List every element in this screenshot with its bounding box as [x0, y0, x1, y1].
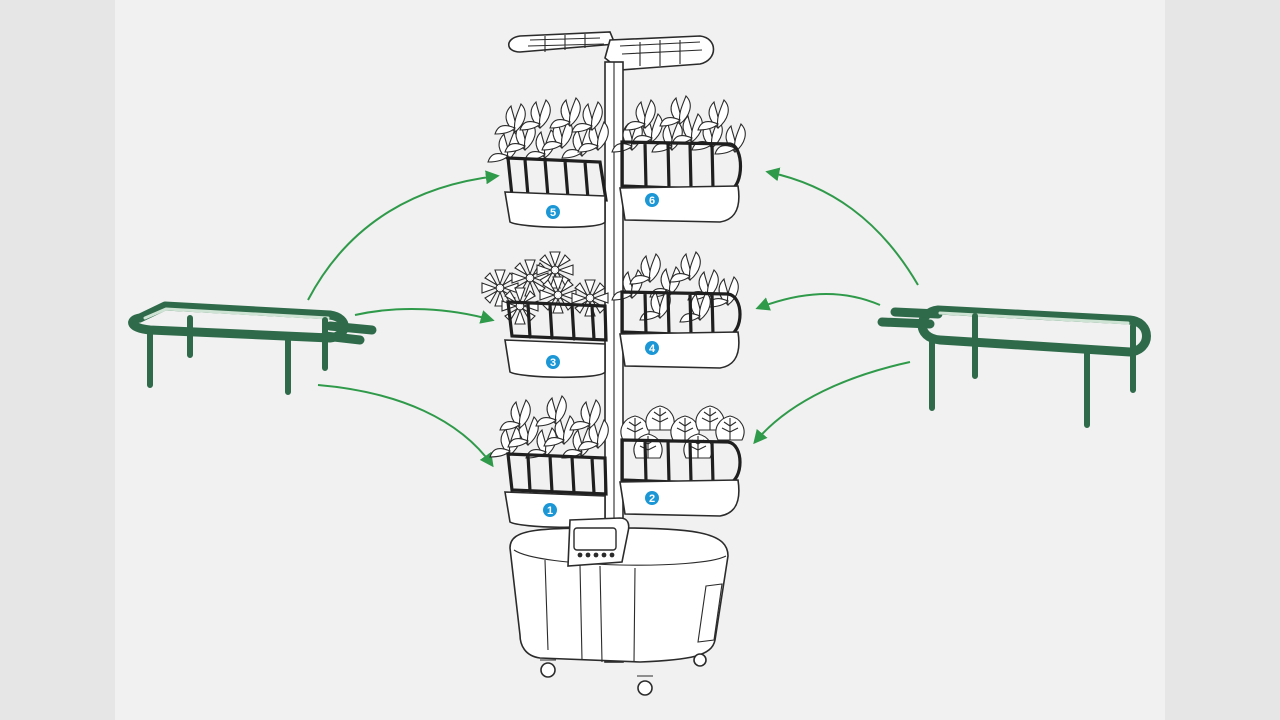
- arrow-right-to-tier-6: [765, 167, 919, 286]
- svg-text:1: 1: [547, 505, 553, 517]
- svg-text:6: 6: [649, 195, 655, 207]
- plants-top-left: [487, 97, 609, 163]
- arrow-left-to-tier-5: [307, 170, 500, 301]
- badge-tier-4: 4: [645, 341, 659, 355]
- badge-tier-3: 3: [546, 355, 560, 369]
- control-panel: [567, 517, 630, 567]
- arrow-right-to-tier-2: [753, 361, 911, 445]
- tier-top: 5 6: [487, 95, 746, 229]
- badge-tier-2: 2: [645, 491, 659, 505]
- left-side-band: [0, 0, 115, 720]
- tier-middle: 3 4: [481, 251, 742, 379]
- svg-text:2: 2: [649, 493, 655, 505]
- arrow-left-to-tier-1: [317, 384, 494, 468]
- svg-text:4: 4: [649, 343, 656, 355]
- grow-light-panel: [507, 31, 715, 71]
- trellis-frame-left: [128, 301, 377, 395]
- right-side-band: [1165, 0, 1280, 720]
- badge-tier-1: 1: [543, 503, 557, 517]
- badge-tier-6: 6: [645, 193, 659, 207]
- trellis-frame-right: [877, 305, 1151, 428]
- plants-middle-left: [481, 251, 609, 325]
- plants-bottom-right: [620, 405, 745, 459]
- arrow-right-to-tier-4: [755, 293, 881, 311]
- caster-wheels: [540, 653, 707, 696]
- arrow-left-to-tier-3: [354, 307, 495, 324]
- water-reservoir-base: [509, 517, 729, 696]
- svg-text:5: 5: [550, 207, 556, 219]
- plants-middle-right: [611, 251, 739, 323]
- tower-garden: 5 6 3: [481, 31, 746, 696]
- badge-tier-5: 5: [546, 205, 560, 219]
- plants-bottom-left: [489, 395, 609, 459]
- svg-text:3: 3: [550, 357, 556, 369]
